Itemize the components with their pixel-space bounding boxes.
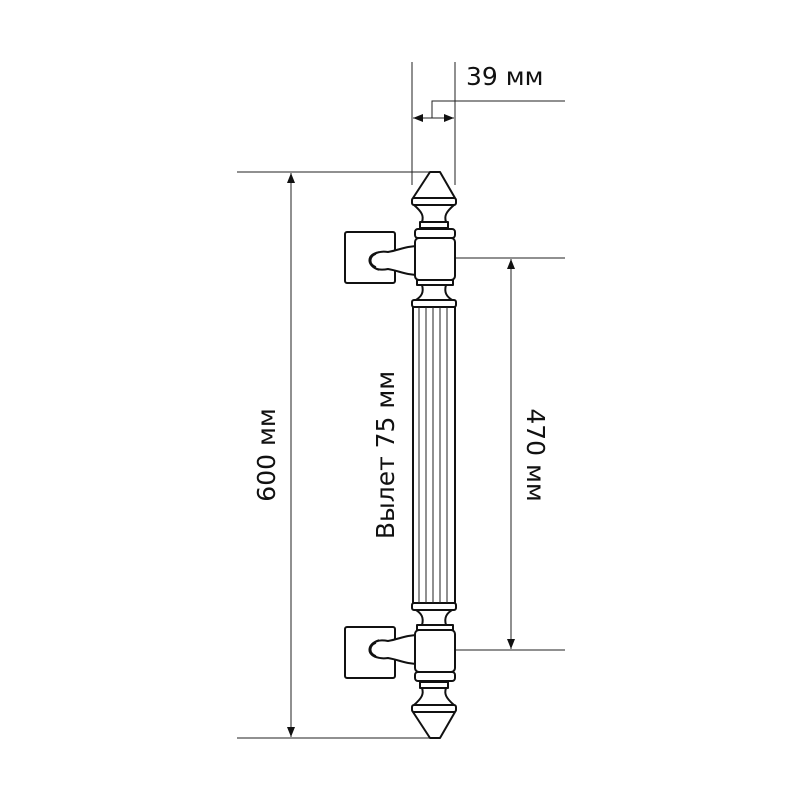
center-distance-label: 470 мм — [521, 408, 550, 501]
handle-end-bottom — [344, 602, 457, 739]
handle-end-top — [344, 171, 457, 308]
total-length-dimension: 600 мм — [237, 171, 432, 739]
projection-label: Вылет 75 мм — [371, 371, 400, 539]
depth-dimension: 39 мм — [411, 62, 565, 185]
fluted-grip — [412, 306, 456, 604]
total-length-label: 600 мм — [252, 408, 281, 501]
depth-label: 39 мм — [466, 62, 543, 91]
